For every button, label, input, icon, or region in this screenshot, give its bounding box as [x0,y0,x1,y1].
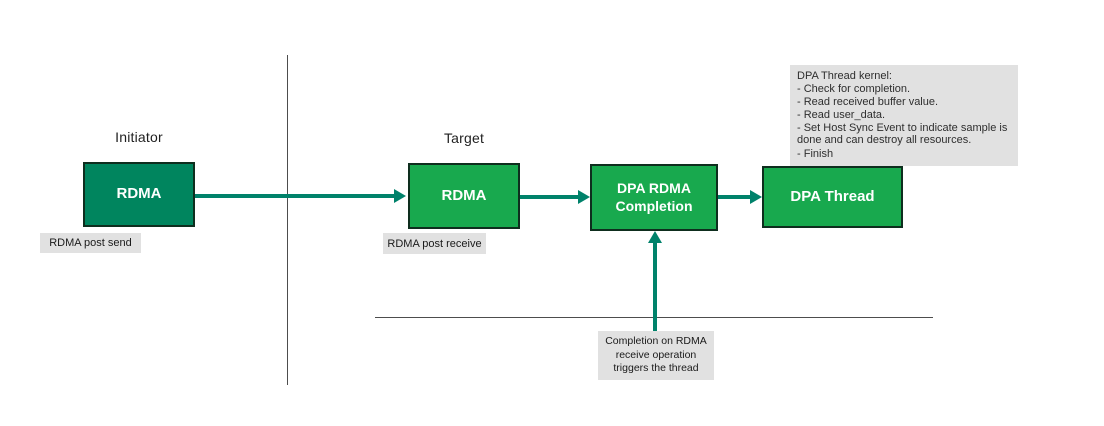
initiator-rdma-node-label: RDMA [116,185,162,203]
initiator-target-divider-line [287,55,288,385]
kernel-note-line: - Finish [797,147,834,160]
arrow-target-to-completion [520,195,579,199]
dpa-thread-node-label: DPA Thread [790,187,875,205]
initiator-rdma-node: RDMA [83,162,195,227]
arrowhead-right-icon [394,189,406,203]
rdma-post-receive-label: RDMA post receive [383,233,486,254]
arrow-trigger-up-to-completion [653,242,657,331]
rdma-post-send-label: RDMA post send [40,233,141,253]
dpa-rdma-completion-node: DPA RDMA Completion [590,164,718,231]
arrowhead-up-icon [648,231,662,243]
initiator-section-heading: Initiator [115,129,163,145]
target-rdma-node-label: RDMA [441,186,487,204]
kernel-note-line: - Check for completion. [797,83,911,96]
arrowhead-right-icon [750,190,762,204]
arrow-completion-to-thread [718,195,751,199]
arrowhead-right-icon [578,190,590,204]
kernel-note-title: DPA Thread kernel: [797,70,892,82]
completion-trigger-note-label: Completion on RDMA receive operation tri… [598,331,714,380]
kernel-note-line: - Read user_data. [797,109,886,122]
dpa-thread-node: DPA Thread [762,166,903,228]
target-rdma-node: RDMA [408,163,520,229]
dpa-thread-kernel-note: DPA Thread kernel: - Check for completio… [790,65,1018,166]
kernel-note-line: - Read received buffer value. [797,96,939,109]
arrow-initiator-to-target [195,194,395,198]
kernel-note-line: - Set Host Sync Event to indicate sample… [797,122,1008,147]
dpa-rdma-completion-node-label: DPA RDMA Completion [615,180,693,214]
target-section-heading: Target [443,130,485,146]
